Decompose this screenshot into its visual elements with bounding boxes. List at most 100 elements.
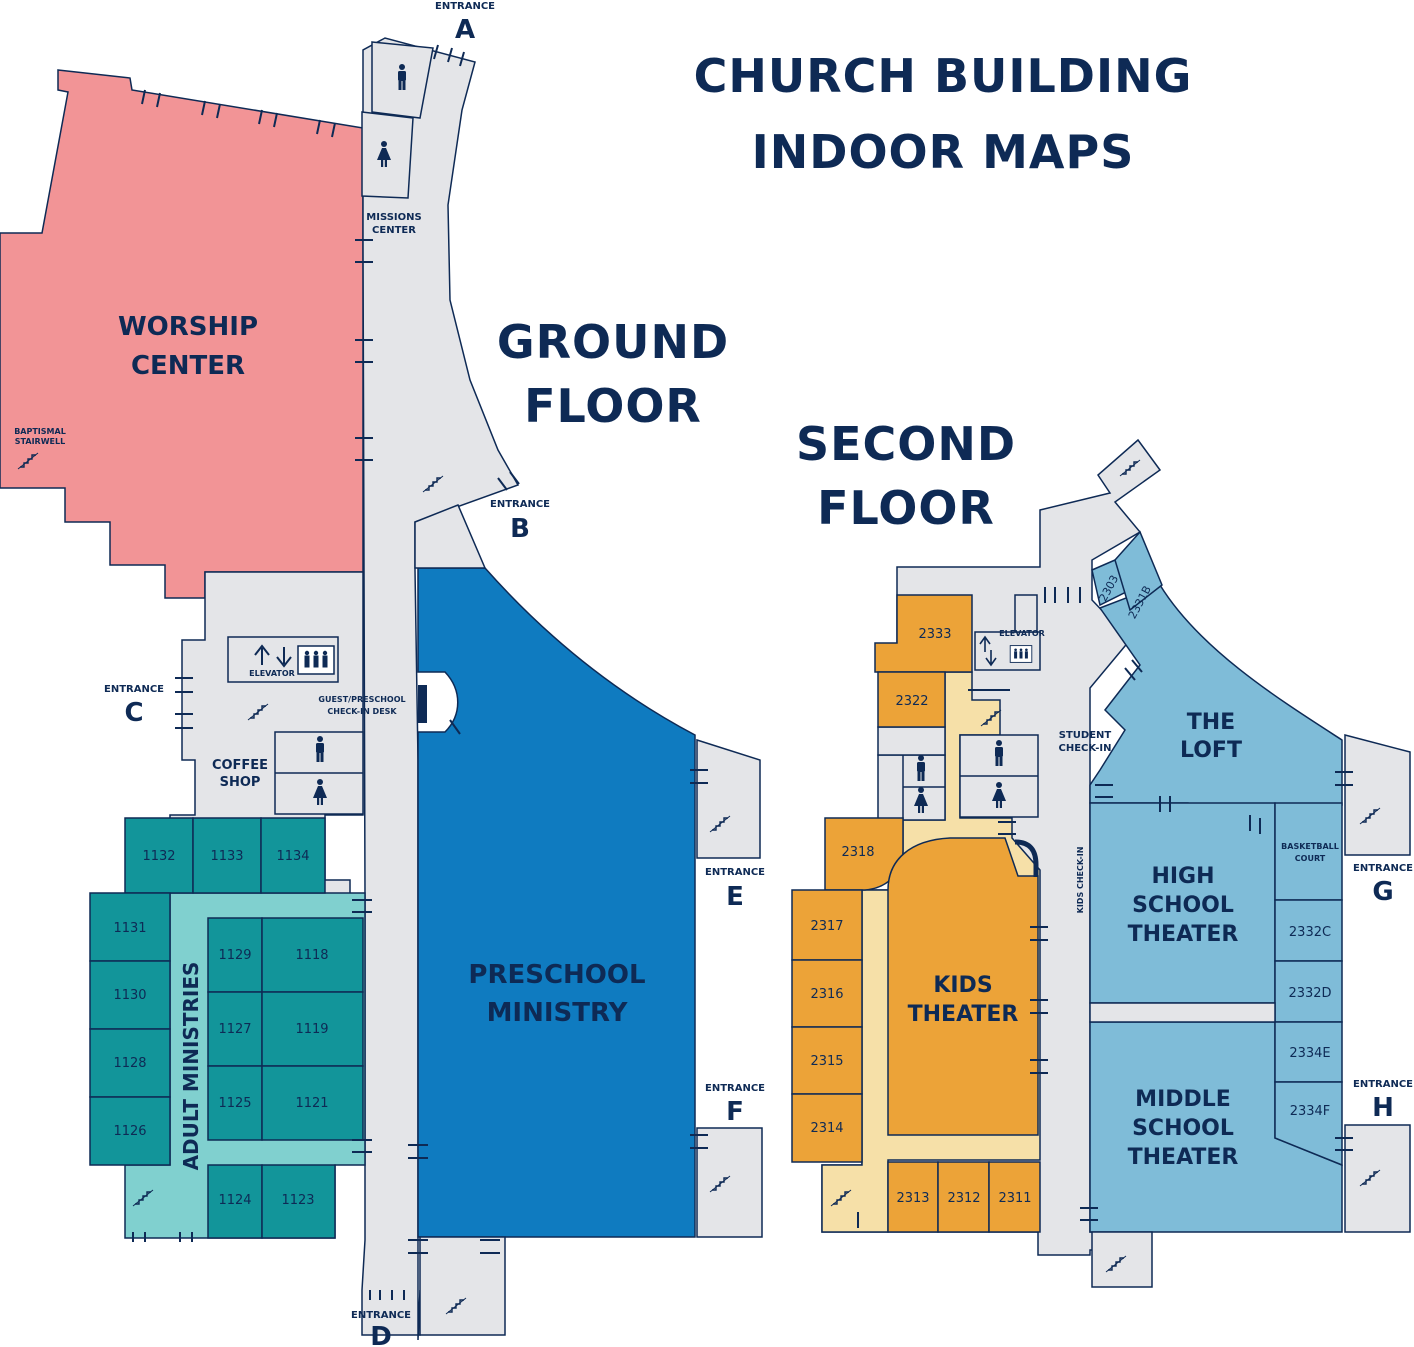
room-2317-label: 2317 xyxy=(810,919,843,934)
stairwell-f xyxy=(696,1127,763,1238)
high-school-theater-label-line3: THEATER xyxy=(1128,922,1239,947)
room-2315-label: 2315 xyxy=(810,1054,843,1069)
map-title-line2: INDOOR MAPS xyxy=(752,125,1135,179)
ground-floor-title-line1: GROUND xyxy=(497,315,729,369)
room-1131[interactable] xyxy=(89,892,171,962)
entrance-c-letter[interactable]: C xyxy=(124,698,143,728)
room-1129[interactable] xyxy=(207,917,263,993)
basketball-court-label-line2: COURT xyxy=(1295,854,1326,863)
basketball-court-area[interactable] xyxy=(1274,802,1343,901)
preschool-ministry-label-line1: PRESCHOOL xyxy=(468,960,645,990)
missions-center-label-line1: MISSIONS xyxy=(366,212,421,223)
room-1121-label: 1121 xyxy=(295,1096,328,1111)
room-1119[interactable] xyxy=(261,991,364,1067)
room-2331b[interactable] xyxy=(1114,530,1163,612)
room-2333[interactable] xyxy=(874,594,973,673)
room-1127-label: 1127 xyxy=(218,1022,251,1037)
entrance-a-caption: ENTRANCE xyxy=(435,1,495,12)
middle-school-theater-label-line1: MIDDLE xyxy=(1135,1087,1231,1112)
room-1124-label: 1124 xyxy=(218,1193,251,1208)
room-2315[interactable] xyxy=(791,1026,863,1095)
room-1128-label: 1128 xyxy=(113,1056,146,1071)
adult-ministries-label: ADULT MINISTRIES xyxy=(179,962,203,1171)
high-school-theater-area[interactable] xyxy=(1089,802,1276,1004)
room-1118[interactable] xyxy=(261,917,364,993)
entrance-f-caption: ENTRANCE xyxy=(705,1083,765,1094)
room-2332d-label: 2332D xyxy=(1288,986,1331,1001)
entrance-h-caption: ENTRANCE xyxy=(1353,1079,1413,1090)
room-1127[interactable] xyxy=(207,991,263,1067)
entrance-e-letter[interactable]: E xyxy=(726,882,744,912)
coffee-shop-label-line1: COFFEE xyxy=(212,758,268,773)
room-2314-label: 2314 xyxy=(810,1121,843,1136)
entrance-b-letter[interactable]: B xyxy=(510,514,530,544)
ground-floor xyxy=(0,37,763,1341)
student-checkin-label-line2: CHECK-IN xyxy=(1059,743,1112,754)
elevator-people-icon xyxy=(1009,645,1033,663)
guest-checkin-desk[interactable] xyxy=(418,685,427,723)
room-1118-label: 1118 xyxy=(295,948,328,963)
entrance-g-letter[interactable]: G xyxy=(1372,877,1393,907)
elevator-label: ELEVATOR xyxy=(249,669,295,678)
entrance-g-caption: ENTRANCE xyxy=(1353,863,1413,874)
the-loft-label-line1: THE xyxy=(1187,710,1235,735)
stairwell-h xyxy=(1344,1124,1411,1233)
second-floor-title-line2: FLOOR xyxy=(817,481,995,535)
second-floor-title-line1: SECOND xyxy=(796,417,1016,471)
coffee-shop-label-line2: SHOP xyxy=(220,775,261,790)
room-1124[interactable] xyxy=(207,1164,263,1239)
stairwell-d xyxy=(419,1236,506,1336)
stairwell-g xyxy=(1344,734,1411,856)
missions-center-label-line2: CENTER xyxy=(372,225,416,236)
room-2334f[interactable] xyxy=(1274,1081,1343,1167)
kids-theater-label-line2: THEATER xyxy=(908,1002,1019,1027)
elevator-arrows-icon xyxy=(979,635,997,667)
elevator-label-second: ELEVATOR xyxy=(999,629,1045,638)
entrance-h-letter[interactable]: H xyxy=(1372,1093,1394,1123)
room-2334e[interactable] xyxy=(1274,1021,1343,1083)
ground-floor-title-line2: FLOOR xyxy=(524,379,702,433)
room-2334f-label: 2334F xyxy=(1290,1104,1331,1119)
kids-theater-label-line1: KIDS xyxy=(933,973,992,998)
entrance-a-letter[interactable]: A xyxy=(455,15,475,45)
middle-school-theater-label-line2: SCHOOL xyxy=(1132,1116,1234,1141)
worship-center-label-line1: WORSHIP xyxy=(118,312,258,342)
kids-theater-area[interactable] xyxy=(887,837,1039,1136)
room-1125-label: 1125 xyxy=(218,1096,251,1111)
room-1126[interactable] xyxy=(89,1096,171,1166)
room-1121[interactable] xyxy=(261,1065,364,1141)
entrance-b-caption: ENTRANCE xyxy=(490,499,550,510)
room-2332c[interactable] xyxy=(1274,899,1343,962)
second-floor xyxy=(791,438,1411,1288)
room-1125[interactable] xyxy=(207,1065,263,1141)
map-title-line1: CHURCH BUILDING xyxy=(694,49,1193,103)
entrance-e-caption: ENTRANCE xyxy=(705,867,765,878)
room-2317[interactable] xyxy=(791,889,863,961)
room-2334e-label: 2334E xyxy=(1289,1046,1330,1061)
room-1133-label: 1133 xyxy=(210,849,243,864)
room-2322[interactable] xyxy=(877,671,946,728)
room-1123[interactable] xyxy=(261,1164,336,1239)
entrance-d-letter[interactable]: D xyxy=(370,1322,392,1347)
entrance-f-letter[interactable]: F xyxy=(726,1097,744,1127)
room-1123-label: 1123 xyxy=(281,1193,314,1208)
guest-checkin-label-line2: CHECK-IN DESK xyxy=(327,707,397,716)
room-2314[interactable] xyxy=(791,1093,863,1163)
room-2316-label: 2316 xyxy=(810,987,843,1002)
room-2311[interactable] xyxy=(988,1161,1041,1233)
room-2332d[interactable] xyxy=(1274,960,1343,1023)
room-1130[interactable] xyxy=(89,960,171,1030)
the-loft-area[interactable] xyxy=(1089,584,1343,823)
room-2313-label: 2313 xyxy=(896,1191,929,1206)
room-1134[interactable] xyxy=(260,817,326,894)
entrance-d-caption: ENTRANCE xyxy=(351,1310,411,1321)
middle-school-theater-label-line3: THEATER xyxy=(1128,1145,1239,1170)
preschool-ministry-area[interactable] xyxy=(417,567,696,1238)
high-school-theater-label-line1: HIGH xyxy=(1151,864,1214,889)
room-2316[interactable] xyxy=(791,959,863,1028)
room-2332c-label: 2332C xyxy=(1289,925,1331,940)
student-checkin-label-line1: STUDENT xyxy=(1059,730,1112,741)
room-1119-label: 1119 xyxy=(295,1022,328,1037)
room-2333-label: 2333 xyxy=(918,627,951,642)
